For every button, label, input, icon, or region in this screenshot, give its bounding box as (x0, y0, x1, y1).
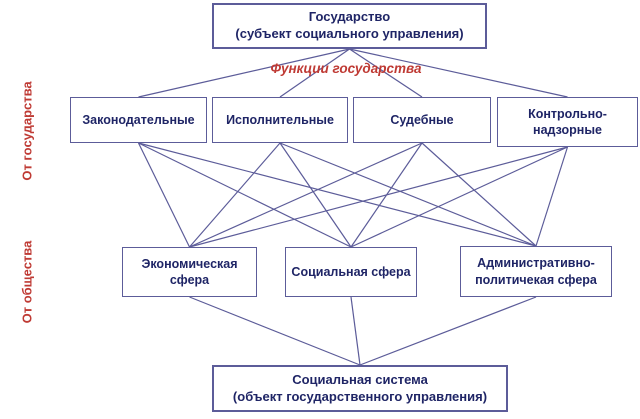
node-econ-label: Экономическая сфера (141, 256, 238, 287)
node-economic-sphere: Экономическая сфера (122, 247, 257, 297)
node-system-line2: (объект государственного управления) (232, 388, 488, 404)
node-control-label: Контрольно-надзорные (528, 106, 607, 137)
node-legislative-label: Законодательные (82, 112, 195, 127)
node-legislative-functions: Законодательные (70, 97, 207, 143)
node-social-sphere: Социальная сфера (285, 247, 417, 297)
node-admin-label: Административно-политичекая сфера (475, 256, 597, 287)
node-social-system: Социальная система (объект государственн… (212, 365, 508, 412)
node-executive-functions: Исполнительные (212, 97, 348, 143)
node-control-oversight-functions: Контрольно-надзорные (497, 97, 638, 147)
node-executive-label: Исполнительные (226, 112, 334, 127)
functions-of-state-label: Функции государства (270, 61, 422, 76)
node-judicial-functions: Судебные (353, 97, 491, 143)
node-state-line1: Государство (308, 9, 391, 25)
node-state-line2: (субъект социального управления) (235, 26, 464, 41)
node-administrative-political-sphere: Административно-политичекая сфера (460, 246, 612, 297)
node-system-line1: Социальная система (292, 371, 428, 387)
from-society-label: От общества (19, 240, 35, 324)
node-social-label: Социальная сфера (291, 264, 411, 279)
from-state-label: От государства (19, 81, 35, 181)
node-state: Государство (субъект социального управле… (212, 3, 487, 49)
node-judicial-label: Судебные (390, 112, 454, 127)
